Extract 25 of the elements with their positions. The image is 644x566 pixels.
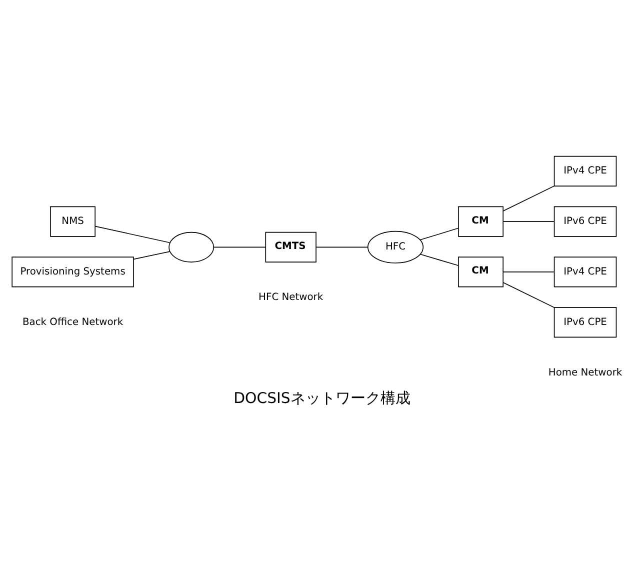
- caption: DOCSISネットワーク構成: [234, 388, 410, 406]
- node-ellipse: HFC: [367, 230, 424, 263]
- node-cloud: [168, 231, 214, 262]
- node-box: IPv6 CPE: [554, 306, 617, 338]
- connector: [316, 246, 368, 248]
- connector: [213, 246, 266, 248]
- node-box: IPv4 CPE: [554, 155, 617, 186]
- connector: [502, 185, 554, 211]
- node-box: IPv4 CPE: [554, 256, 617, 287]
- node-box: IPv6 CPE: [554, 206, 617, 236]
- node-box: CM: [458, 206, 504, 236]
- node-box: Provisioning Systems: [12, 256, 134, 287]
- connector: [502, 271, 554, 272]
- connector: [133, 250, 170, 260]
- connector: [502, 220, 554, 222]
- label: HFC Network: [258, 292, 324, 303]
- node-box: CMTS: [265, 231, 316, 262]
- label: Home Network: [548, 366, 622, 378]
- node-box: CM: [458, 256, 504, 287]
- connector: [94, 225, 170, 243]
- connector: [420, 253, 459, 266]
- connector: [420, 227, 459, 240]
- connector: [502, 282, 554, 308]
- node-box: NMS: [50, 206, 96, 236]
- label: Back Office Network: [22, 316, 124, 328]
